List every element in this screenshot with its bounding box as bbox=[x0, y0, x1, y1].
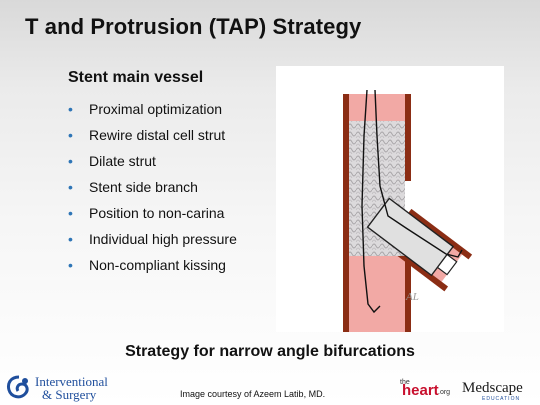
theheart-name: heart bbox=[402, 382, 439, 399]
bullet-text: Individual high pressure bbox=[89, 231, 237, 247]
list-item: • Position to non-carina bbox=[68, 204, 273, 223]
main-vessel-wall-right-lower bbox=[405, 236, 411, 332]
bullet-list: • Proximal optimization • Rewire distal ce… bbox=[68, 100, 273, 282]
logo-line-2: & Surgery bbox=[42, 387, 97, 402]
bullet-icon: • bbox=[68, 257, 73, 273]
theheart-logo: the heart .org bbox=[398, 379, 456, 401]
theheart-suffix: .org bbox=[438, 389, 451, 396]
medscape-name: Medscape bbox=[462, 380, 523, 396]
subheading: Stent main vessel bbox=[68, 69, 204, 86]
tagline: Strategy for narrow angle bifurcations bbox=[125, 343, 415, 360]
list-item: • Non-compliant kissing bbox=[68, 256, 273, 275]
list-item: • Rewire distal cell strut bbox=[68, 126, 273, 145]
main-vessel-wall-left bbox=[343, 94, 349, 332]
main-vessel-wall-right-upper bbox=[405, 94, 411, 181]
list-item: • Dilate strut bbox=[68, 152, 273, 171]
list-item: • Proximal optimization bbox=[68, 100, 273, 119]
theheart-prefix: the bbox=[400, 379, 410, 386]
interventional-surgery-logo: Interventional & Surgery bbox=[4, 373, 134, 403]
bullet-icon: • bbox=[68, 127, 73, 143]
bullet-icon: • bbox=[68, 205, 73, 221]
image-credit: Image courtesy of Azeem Latib, MD. bbox=[180, 389, 326, 399]
bullet-text: Rewire distal cell strut bbox=[89, 127, 226, 143]
bullet-icon: • bbox=[68, 153, 73, 169]
side-branch-guidewire bbox=[374, 89, 463, 258]
bullet-text: Dilate strut bbox=[89, 153, 156, 169]
side-branch-stent-tip bbox=[436, 253, 458, 276]
swirl-icon bbox=[7, 375, 29, 399]
bullet-text: Non-compliant kissing bbox=[89, 257, 226, 273]
bullet-icon: • bbox=[68, 101, 73, 117]
list-item: • Individual high pressure bbox=[68, 230, 273, 249]
side-branch-stent bbox=[366, 197, 458, 277]
bullet-icon: • bbox=[68, 231, 73, 247]
side-branch-wall-upper bbox=[407, 208, 473, 260]
slide-title: T and Protrusion (TAP) Strategy bbox=[25, 14, 362, 39]
main-guidewire bbox=[361, 89, 381, 314]
logo-line-1: Interventional bbox=[35, 374, 108, 389]
bifurcation-illustration: AL bbox=[343, 89, 473, 332]
artist-signature: AL bbox=[405, 291, 419, 303]
list-item: • Stent side branch bbox=[68, 178, 273, 197]
bifurcation-diagram: AL bbox=[276, 66, 504, 332]
bullet-icon: • bbox=[68, 179, 73, 195]
bullet-text: Position to non-carina bbox=[89, 205, 225, 221]
medscape-logo: Medscape EDUCATION bbox=[462, 380, 540, 402]
medscape-education: EDUCATION bbox=[482, 396, 521, 402]
bullet-text: Stent side branch bbox=[89, 179, 198, 195]
bullet-text: Proximal optimization bbox=[89, 101, 223, 117]
